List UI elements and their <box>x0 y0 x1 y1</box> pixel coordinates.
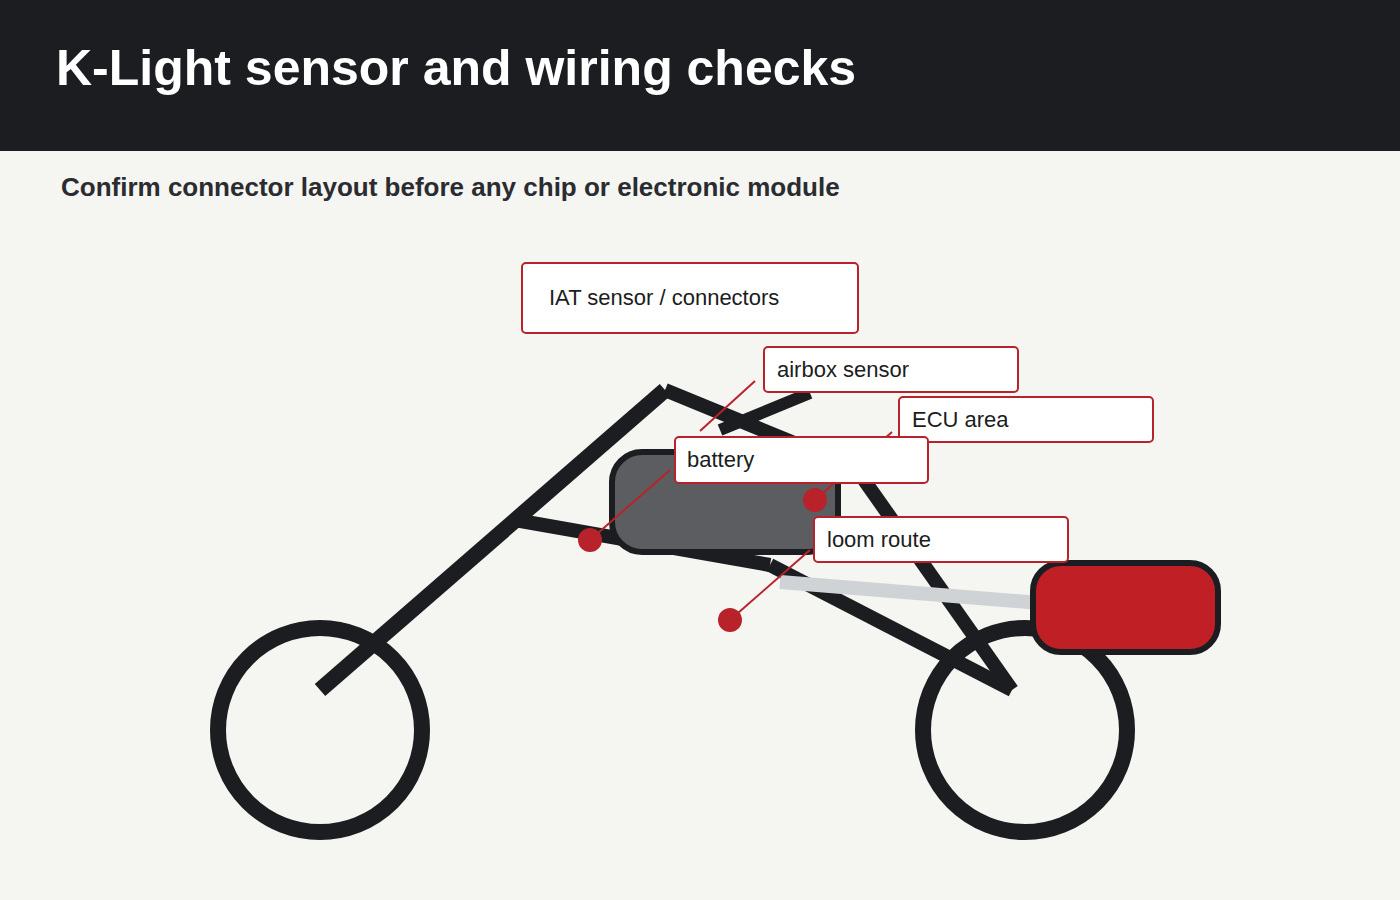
leader-line <box>700 381 755 431</box>
callout-label: airbox sensor <box>777 357 909 383</box>
leader-line <box>590 470 670 540</box>
brace <box>720 393 810 430</box>
callout-label: loom route <box>827 527 931 553</box>
callout-box: airbox sensor <box>763 346 1019 393</box>
callout-box: ECU area <box>898 396 1154 443</box>
page-title: K-Light sensor and wiring checks <box>56 38 856 98</box>
callout-label: battery <box>687 447 754 473</box>
leader-line <box>730 550 810 620</box>
callout-label: ECU area <box>912 407 1009 433</box>
tail-unit <box>1033 563 1218 652</box>
callout-label: IAT sensor / connectors <box>549 285 779 311</box>
callout-box: battery <box>674 436 929 484</box>
front-wheel <box>218 628 422 832</box>
callout-dot <box>803 488 827 512</box>
callout-box: loom route <box>813 516 1069 563</box>
callout-dot <box>718 608 742 632</box>
page-subtitle: Confirm connector layout before any chip… <box>61 170 840 204</box>
callout-box: IAT sensor / connectors <box>521 262 859 334</box>
wiring-loom <box>780 582 1040 603</box>
callout-dot <box>578 528 602 552</box>
